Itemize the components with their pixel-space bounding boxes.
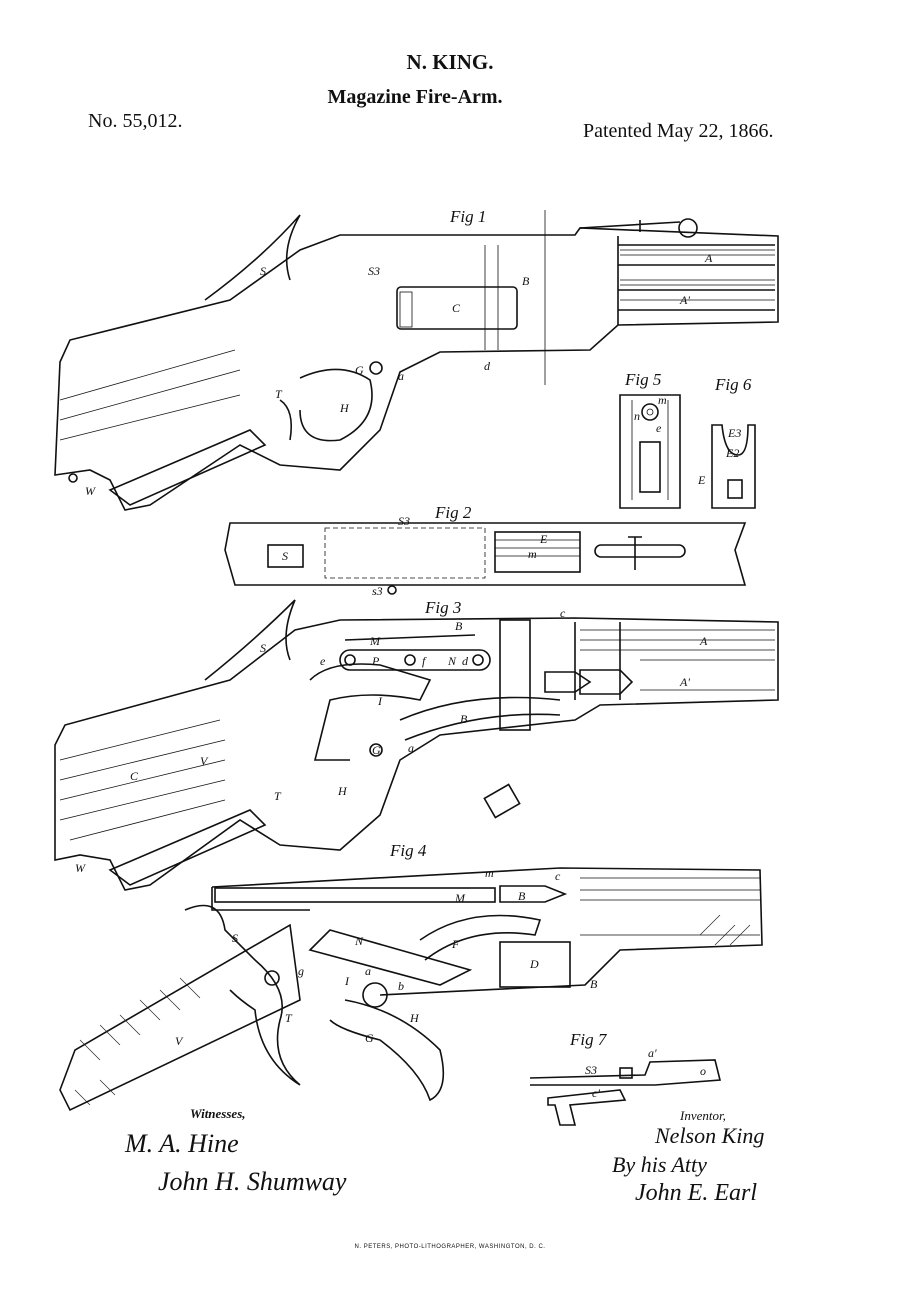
part-label: d — [462, 654, 469, 668]
part-label: B — [518, 889, 526, 903]
part-label: e — [320, 654, 326, 668]
part-label: N — [354, 934, 364, 948]
part-label: c' — [592, 1086, 600, 1100]
part-label: G — [355, 363, 364, 377]
figure-label: Fig 1 — [449, 207, 486, 226]
part-label: E2 — [725, 446, 739, 460]
part-label: G — [372, 743, 381, 757]
part-label: o — [700, 1064, 706, 1078]
part-label: I — [377, 694, 383, 708]
part-label: E — [539, 532, 548, 546]
part-label: S3 — [398, 514, 410, 528]
part-label: S — [232, 931, 238, 945]
part-label: E3 — [727, 426, 741, 440]
attorney-prefix: By his Atty — [612, 1152, 707, 1177]
part-label: M — [369, 634, 381, 648]
witness-signature: John H. Shumway — [158, 1167, 347, 1196]
part-label: S3 — [585, 1063, 597, 1077]
part-label: T — [274, 789, 282, 803]
part-label: F — [451, 937, 460, 951]
witnesses-label: Witnesses, — [190, 1106, 246, 1121]
part-label: I — [344, 974, 350, 988]
inventor-signature: Nelson King — [654, 1123, 764, 1148]
part-label: a — [408, 741, 414, 755]
part-label: V — [200, 754, 209, 768]
part-label: V — [175, 1034, 184, 1048]
part-label: W — [85, 484, 96, 498]
patent-number: No. 55,012. — [88, 110, 183, 132]
part-label: a — [365, 964, 371, 978]
part-label: g — [298, 964, 304, 978]
lithographer-credit: N. PETERS, PHOTO-LITHOGRAPHER, WASHINGTO… — [354, 1244, 546, 1250]
part-label: c — [560, 606, 566, 620]
part-label: m — [485, 866, 494, 880]
part-label: Fig 3 — [424, 598, 461, 617]
patent-title: Magazine Fire-Arm. — [327, 86, 503, 108]
part-label: M — [454, 891, 466, 905]
part-label: C — [452, 301, 461, 315]
patent-date: Patented May 22, 1866. — [583, 120, 774, 142]
part-label: H — [409, 1011, 420, 1025]
part-label: H — [337, 784, 348, 798]
part-label: G — [365, 1031, 374, 1045]
figure-1: Fig 1 S S3 B C A A' G a d T H W — [54, 207, 779, 511]
part-label: s3 — [372, 584, 383, 598]
part-label: E — [697, 473, 706, 487]
part-label: T — [275, 387, 283, 401]
figure-6: Fig 6 E3 E2 E — [697, 375, 756, 509]
figure-7: Fig 7 a' S3 c' o — [529, 1030, 722, 1126]
part-label: e — [656, 421, 662, 435]
part-label: Fig 5 — [624, 370, 661, 389]
part-label: Fig 2 — [434, 503, 472, 522]
witness-signature: M. A. Hine — [124, 1129, 239, 1158]
part-label: Fig 4 — [389, 841, 427, 860]
part-label: Fig 7 — [569, 1030, 608, 1049]
part-label: m — [528, 547, 537, 561]
figure-3: Fig 3 S B M A A' e P f N d I B C a G T H… — [54, 598, 779, 891]
part-label: A — [704, 251, 713, 265]
part-label: a — [398, 369, 404, 383]
part-label: W — [75, 861, 86, 875]
part-label: m — [658, 393, 667, 407]
figure-2: Fig 2 S3 S E m s3 — [224, 503, 747, 598]
figure-4: Fig 4 S M B m c N F D B I G H T V g a b — [59, 841, 763, 1112]
part-label: S — [282, 549, 288, 563]
part-label: a' — [648, 1046, 657, 1060]
part-label: Fig 6 — [714, 375, 752, 394]
part-label: H — [339, 401, 350, 415]
part-label: D — [529, 957, 539, 971]
part-label: S — [260, 264, 266, 278]
part-label: N — [447, 654, 457, 668]
part-label: B — [522, 274, 530, 288]
part-label: S3 — [368, 264, 380, 278]
part-label: n — [634, 409, 640, 423]
inventor-label: Inventor, — [679, 1108, 726, 1123]
part-label: f — [422, 654, 427, 668]
part-label: A — [699, 634, 708, 648]
part-label: S — [260, 641, 266, 655]
inventor-name: N. KING. — [406, 50, 494, 74]
part-label: B — [455, 619, 463, 633]
signatures: Witnesses, M. A. Hine John H. Shumway In… — [124, 1106, 764, 1206]
part-label: C — [130, 769, 139, 783]
attorney-signature: John E. Earl — [635, 1180, 757, 1206]
part-label: T — [285, 1011, 293, 1025]
part-label: P — [371, 654, 380, 668]
part-label: b — [398, 979, 404, 993]
part-label: B — [460, 712, 468, 726]
part-label: B — [590, 977, 598, 991]
part-label: d — [484, 359, 491, 373]
figure-5: Fig 5 m n e — [619, 370, 681, 509]
part-label: A' — [679, 293, 690, 307]
part-label: A' — [679, 675, 690, 689]
part-label: c — [555, 869, 561, 883]
